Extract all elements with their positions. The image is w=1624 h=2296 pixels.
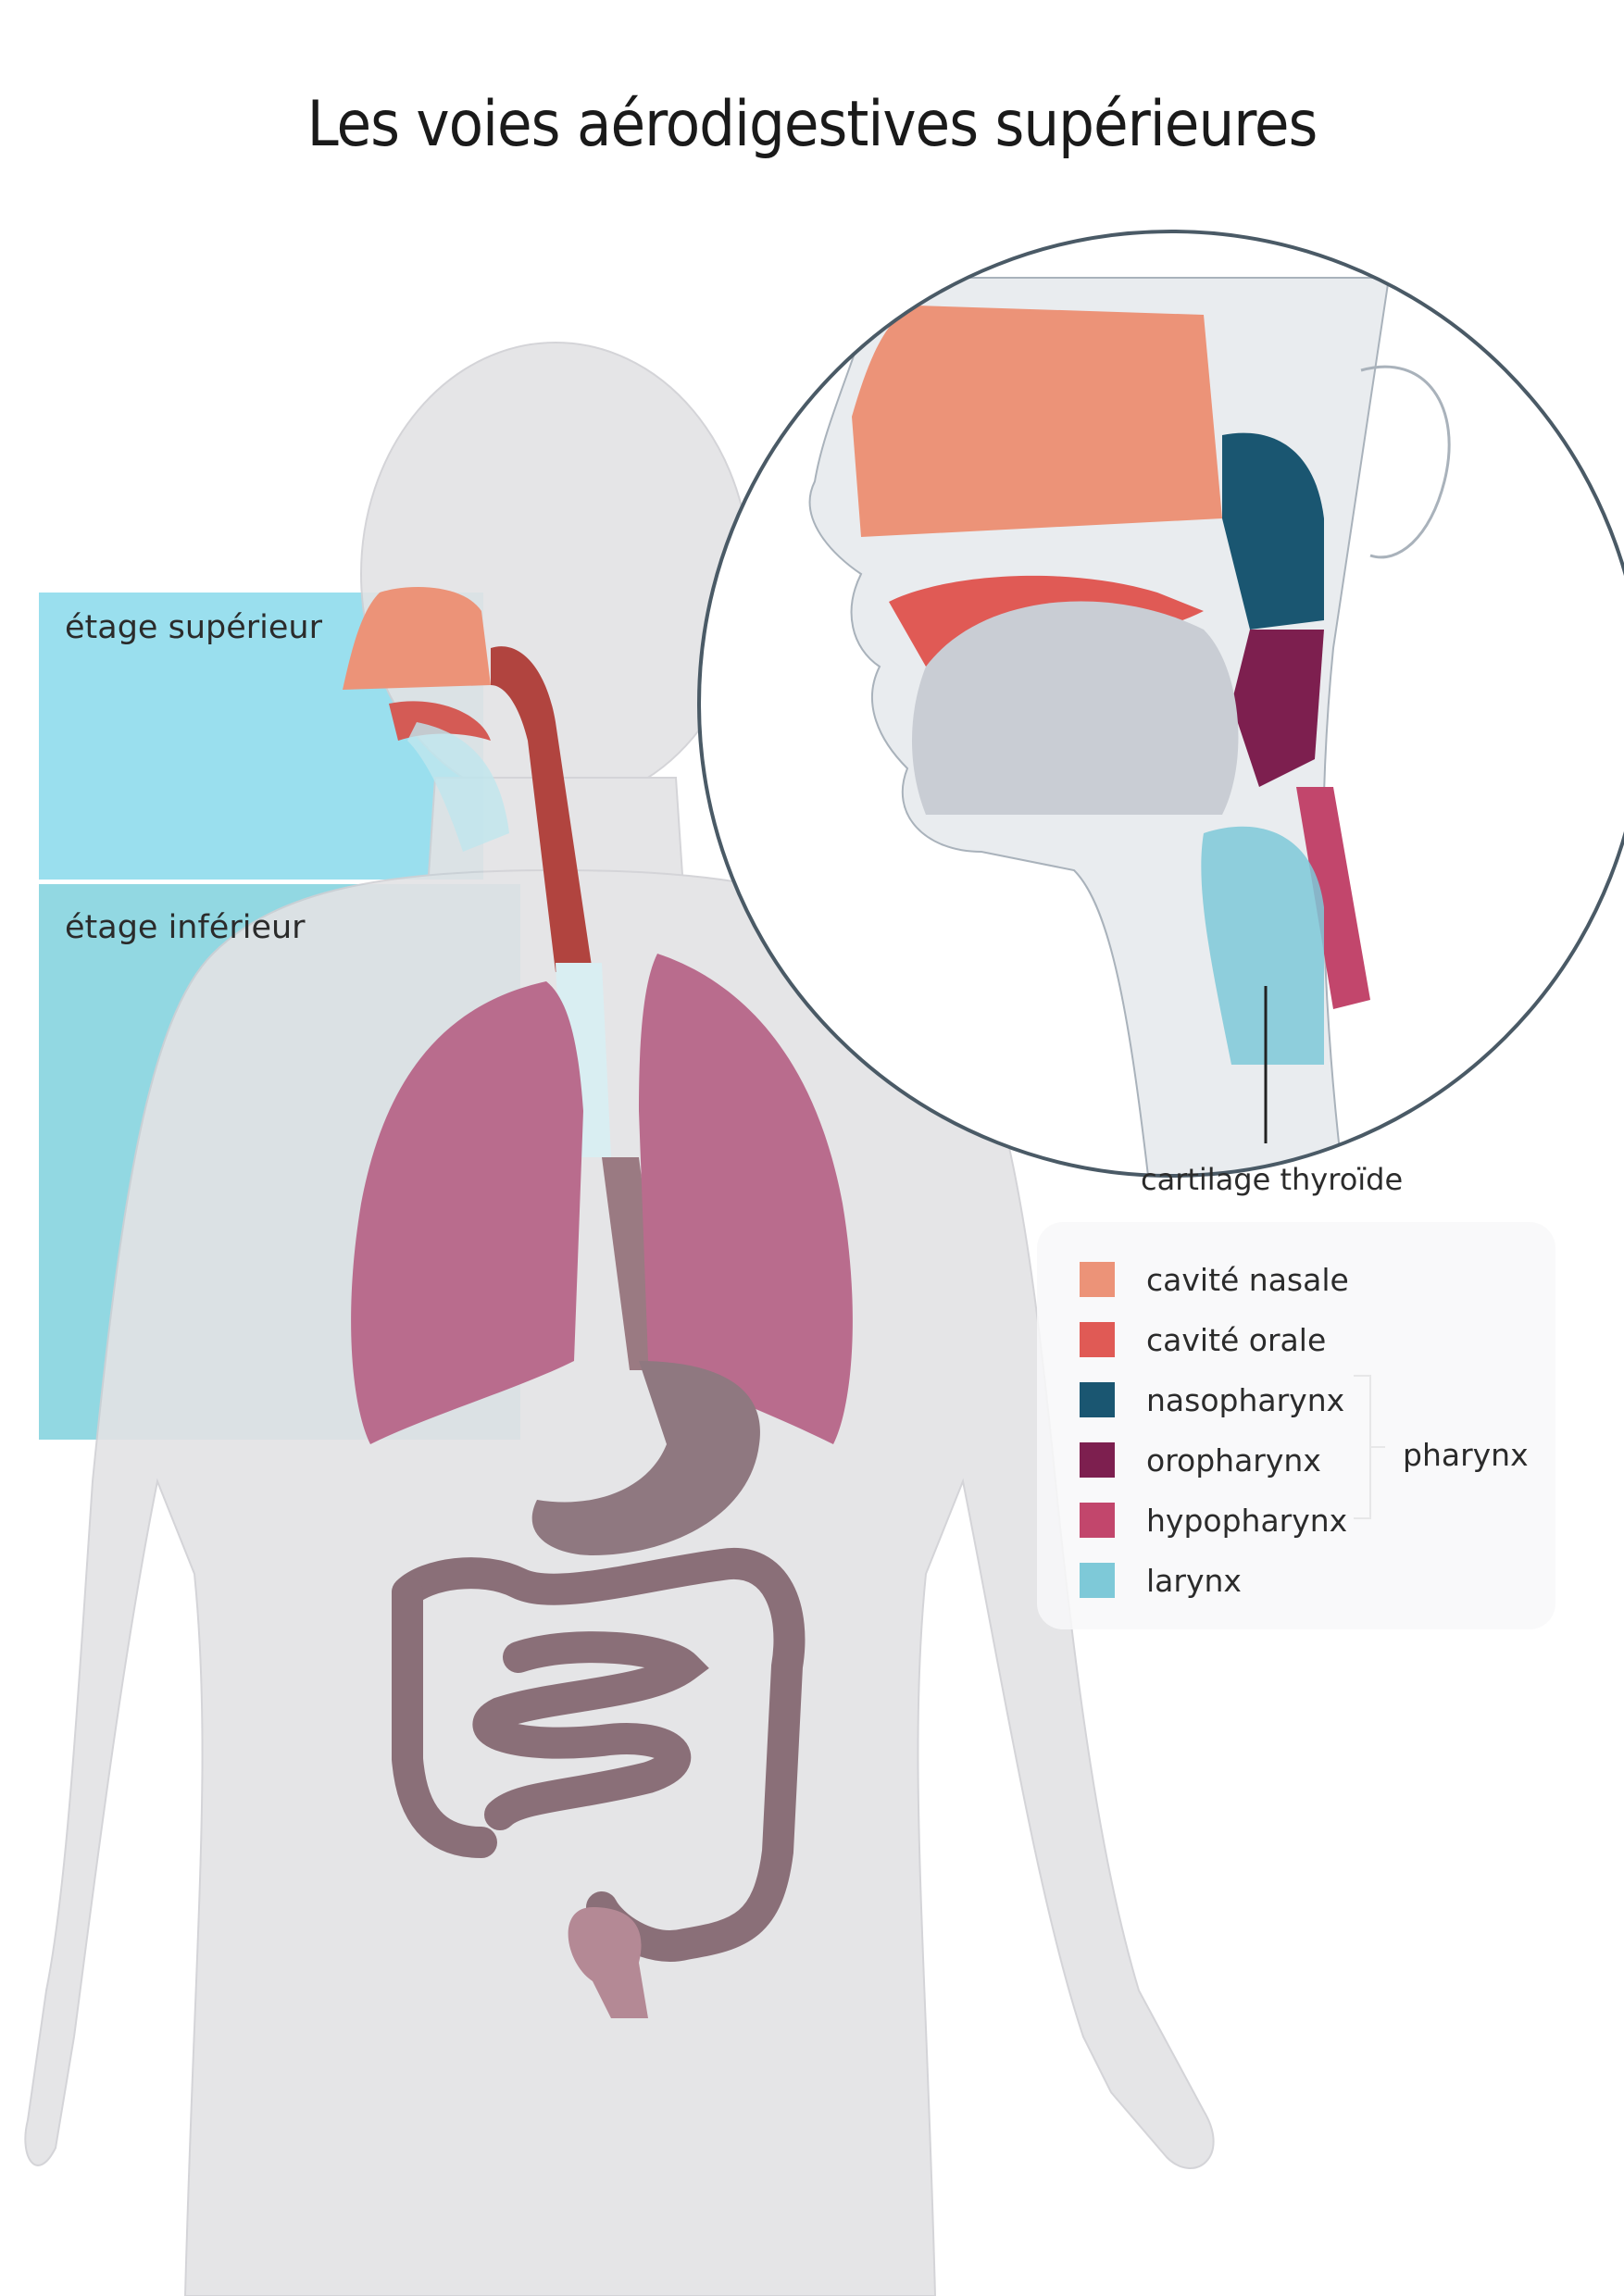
legend-label: larynx bbox=[1146, 1562, 1242, 1599]
small-head-section bbox=[343, 587, 593, 972]
legend-item: cavité orale bbox=[1080, 1319, 1326, 1360]
legend-label: oropharynx bbox=[1146, 1441, 1321, 1479]
small-airway bbox=[491, 646, 593, 972]
legend-swatch bbox=[1080, 1262, 1115, 1297]
zoom-circle-outline bbox=[697, 230, 1624, 1178]
legend-item: cavité nasale bbox=[1080, 1259, 1349, 1300]
legend-item: hypopharynx bbox=[1080, 1500, 1347, 1541]
legend-swatch bbox=[1080, 1563, 1115, 1598]
zoom-hypopharynx bbox=[1296, 787, 1370, 1009]
page-title: Les voies aérodigestives supérieures bbox=[306, 88, 1318, 161]
legend: cavité nasale cavité orale nasopharynx orop… bbox=[1037, 1222, 1555, 1629]
zoom-nasopharynx bbox=[1222, 432, 1324, 630]
legend-item: nasopharynx bbox=[1080, 1379, 1344, 1420]
zoomed-head-section bbox=[699, 231, 1624, 1176]
legend-label: nasopharynx bbox=[1146, 1381, 1345, 1418]
right-lung bbox=[639, 954, 853, 1444]
small-nasal-cavity bbox=[343, 587, 491, 690]
zoom-nasal-cavity bbox=[852, 306, 1222, 537]
legend-item: larynx bbox=[1080, 1560, 1242, 1601]
legend-label: cavité orale bbox=[1146, 1321, 1327, 1358]
lower-level-label: étage inférieur bbox=[65, 909, 306, 946]
legend-label: cavité nasale bbox=[1146, 1261, 1349, 1298]
legend-swatch bbox=[1080, 1442, 1115, 1478]
zoom-tongue bbox=[912, 601, 1239, 815]
legend-swatch bbox=[1080, 1322, 1115, 1357]
rectum bbox=[568, 1907, 648, 2018]
intestines bbox=[392, 1547, 806, 1962]
zoom-ear bbox=[1360, 365, 1451, 559]
pharynx-group-label: pharynx bbox=[1403, 1437, 1529, 1473]
stomach bbox=[531, 1361, 760, 1555]
legend-swatch bbox=[1080, 1503, 1115, 1538]
legend-item: oropharynx bbox=[1080, 1440, 1321, 1480]
zoom-larynx bbox=[1201, 826, 1324, 1065]
zoom-oropharynx bbox=[1231, 630, 1324, 787]
small-larynx bbox=[407, 722, 509, 852]
legend-label: hypopharynx bbox=[1146, 1502, 1348, 1539]
thyroid-cartilage-label: cartilage thyroïde bbox=[1141, 1162, 1404, 1197]
left-lung bbox=[351, 981, 583, 1444]
legend-swatch bbox=[1080, 1382, 1115, 1417]
upper-level-label: étage supérieur bbox=[65, 609, 322, 646]
